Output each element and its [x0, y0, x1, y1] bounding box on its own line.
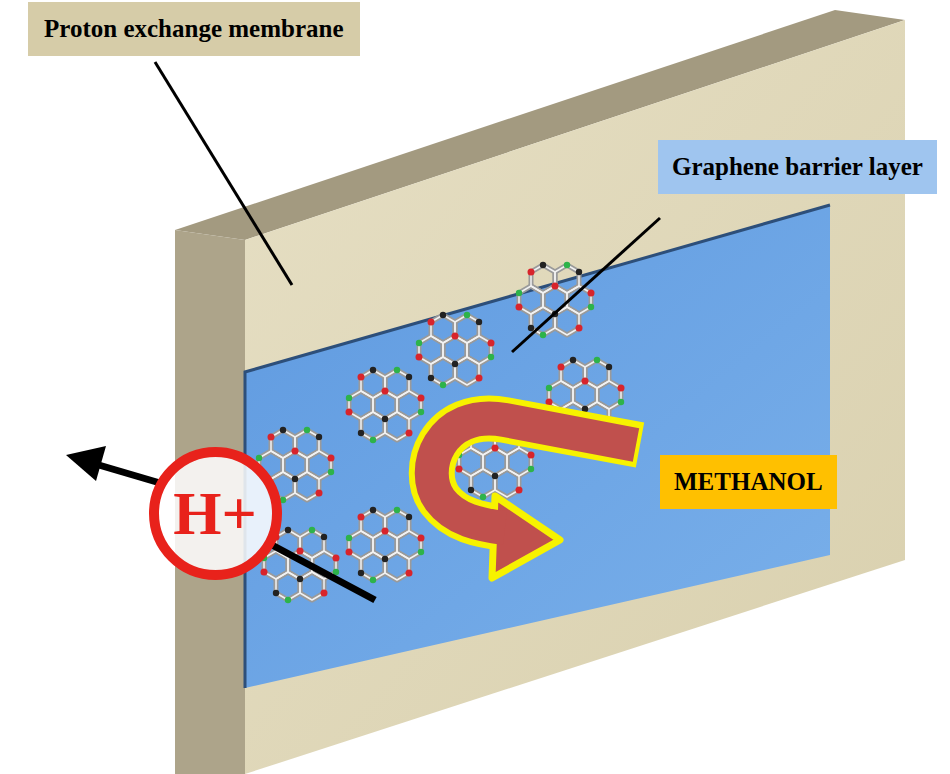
methanol-label: METHANOL [660, 455, 837, 509]
proton-arrowhead [66, 446, 106, 481]
methanol-arrow-outline [432, 418, 640, 528]
methanol-arrow [432, 418, 636, 528]
graphene-cluster [516, 262, 595, 338]
graphene-layer [245, 205, 830, 688]
label-text: Graphene barrier layer [672, 152, 923, 182]
leader-line [155, 62, 292, 285]
proton-arrow-line [92, 463, 160, 483]
membrane-label: Proton exchange membrane [28, 2, 360, 56]
leader-line [512, 218, 660, 352]
label-text: METHANOL [674, 467, 823, 497]
graphene-cluster [416, 312, 495, 388]
ion-symbol: H+ [173, 482, 257, 544]
proton-arrow-line [272, 545, 375, 600]
graphene-label: Graphene barrier layer [658, 140, 937, 194]
proton-circle: H+ [149, 447, 282, 580]
membrane-front-face [245, 20, 905, 774]
graphene-layer-edge [245, 205, 830, 688]
label-text: Proton exchange membrane [44, 14, 344, 44]
graphene-cluster [346, 507, 425, 583]
graphene-cluster [346, 367, 425, 443]
